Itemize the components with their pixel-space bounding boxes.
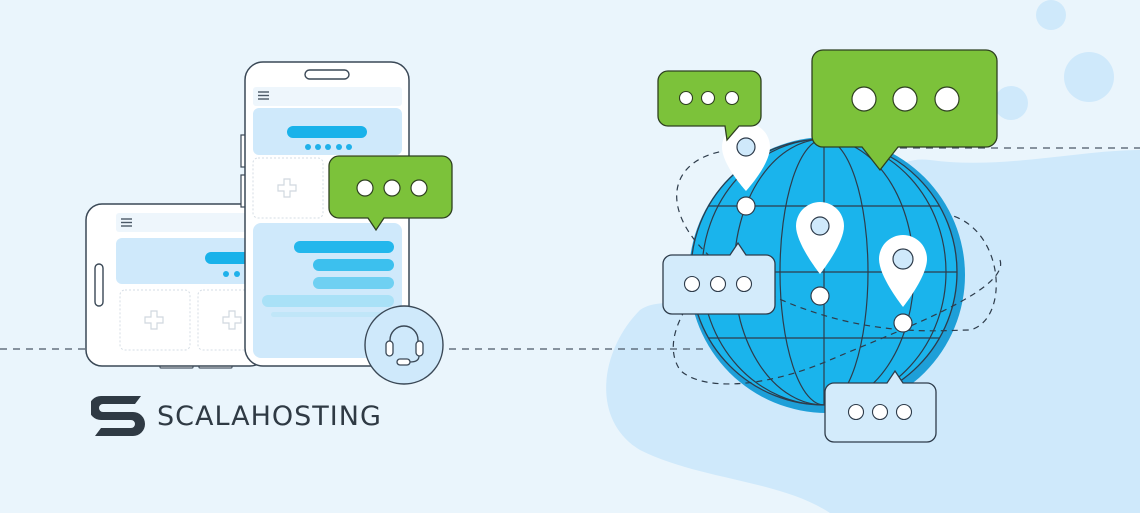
plus-icon (277, 178, 297, 198)
decor-circle (1036, 0, 1066, 30)
orbit-lines (672, 149, 1002, 385)
location-pin (796, 202, 844, 306)
headset-icon (364, 305, 444, 385)
brand-name: SCALAHOSTING (157, 400, 382, 432)
green-chat-bubble-large (811, 49, 998, 172)
menu-icon (121, 218, 132, 227)
scala-s-logo-icon (91, 396, 145, 436)
decor-circle (1064, 52, 1114, 102)
light-chat-bubble-bottom (824, 369, 937, 443)
green-chat-bubble (328, 155, 453, 232)
light-chat-bubble-left (662, 241, 776, 315)
green-chat-bubble-small (657, 70, 762, 142)
menu-icon (258, 91, 269, 100)
location-pin (879, 235, 927, 333)
plus-icon (222, 310, 242, 330)
globe (672, 137, 1002, 413)
decor-circle (994, 86, 1028, 120)
location-pin (722, 123, 770, 216)
brand-logo: SCALAHOSTING (91, 394, 382, 438)
landscape-phone (85, 203, 267, 369)
portrait-phone (240, 61, 410, 367)
speaker-slot (304, 69, 350, 80)
plus-icon (144, 310, 164, 330)
